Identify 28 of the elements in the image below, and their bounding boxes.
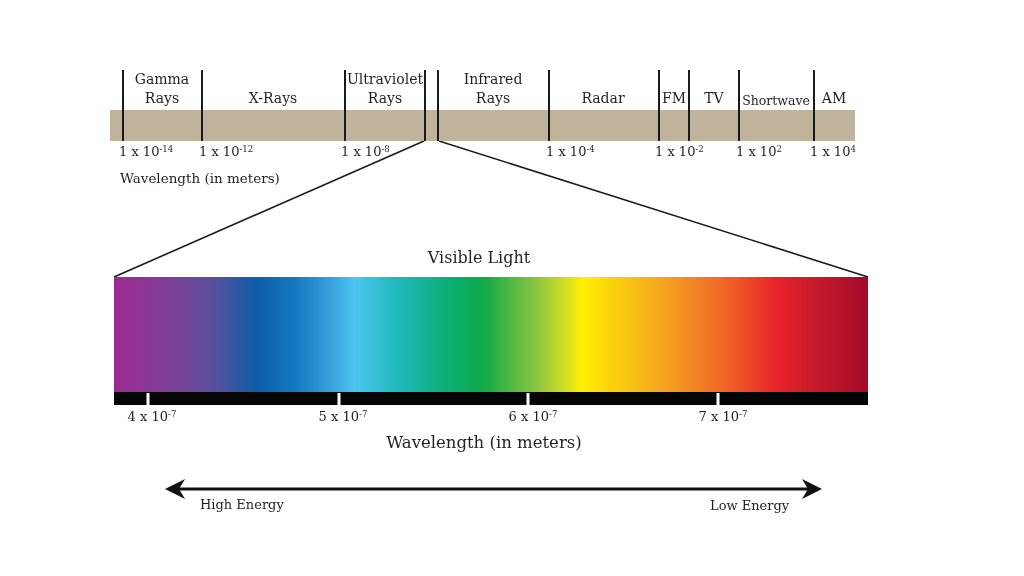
band-label: AM bbox=[821, 89, 847, 108]
band-label: Gamma Rays bbox=[133, 70, 191, 108]
tick-label: 1 x 10$^{-14}$ bbox=[119, 145, 174, 160]
band-label: Ultraviolet Rays bbox=[345, 70, 425, 108]
tick-label: 7 x 10$^{-7}$ bbox=[698, 410, 748, 425]
tick-label: 1 x 10$^{-4}$ bbox=[546, 145, 595, 160]
tick-label: 1 x 10$^{-8}$ bbox=[341, 145, 390, 160]
spectrum-title: Visible Light bbox=[427, 249, 531, 268]
tick-label: 5 x 10$^{-7}$ bbox=[318, 410, 368, 425]
axis-title: Wavelength (in meters) bbox=[386, 434, 582, 453]
band-label: Shortwave bbox=[742, 92, 810, 110]
tick-label: 1 x 10$^{4}$ bbox=[810, 145, 856, 160]
energy-label: Low Energy bbox=[710, 499, 790, 514]
tick-label: 6 x 10$^{-7}$ bbox=[508, 410, 558, 425]
tick-label: 1 x 10$^{-2}$ bbox=[655, 145, 704, 160]
band-label: Infrared Rays bbox=[462, 70, 524, 108]
band-label: FM bbox=[661, 89, 687, 108]
tick-label: 1 x 10$^{2}$ bbox=[736, 145, 782, 160]
band-label: TV bbox=[704, 89, 724, 108]
zoom-line bbox=[438, 140, 869, 278]
zoom-line bbox=[113, 140, 425, 278]
tick-label: 1 x 10$^{-12}$ bbox=[199, 145, 254, 160]
band-label: X-Rays bbox=[248, 89, 298, 108]
energy-label: High Energy bbox=[200, 498, 284, 513]
band-segment bbox=[424, 110, 439, 141]
tick-label: 4 x 10$^{-7}$ bbox=[127, 410, 177, 425]
axis-title: Wavelength (in meters) bbox=[120, 171, 280, 187]
band-label: Radar bbox=[581, 89, 625, 108]
